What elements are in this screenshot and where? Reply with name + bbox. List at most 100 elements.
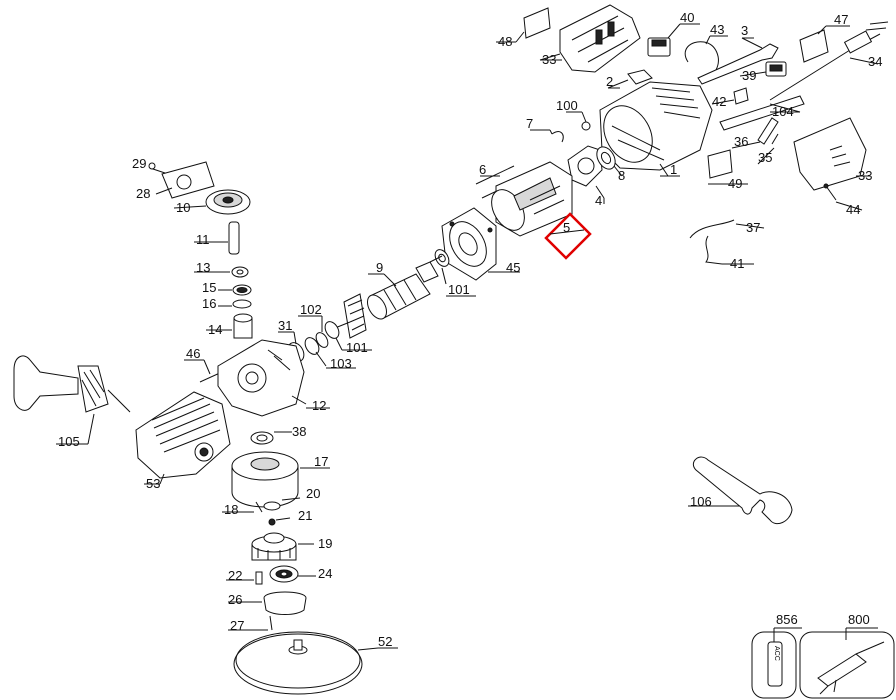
- label-4: 4: [595, 193, 602, 208]
- part-5-field-stator[interactable]: [485, 161, 573, 237]
- label-18: 18: [224, 502, 238, 517]
- part-46-screw[interactable]: [184, 359, 223, 383]
- label-22: 22: [228, 568, 242, 583]
- label-43: 43: [710, 22, 724, 37]
- label-48: 48: [498, 34, 512, 49]
- label-45: 45: [506, 260, 520, 275]
- label-800: 800: [848, 612, 870, 627]
- part-48-label-plate[interactable]: [496, 7, 551, 43]
- part-42-strain-relief-clip[interactable]: [711, 87, 749, 105]
- label-33-rear: 33: [858, 168, 872, 183]
- part-18-pin[interactable]: [222, 501, 263, 513]
- part-102-ring[interactable]: [298, 315, 330, 349]
- part-44-screw[interactable]: [823, 183, 863, 211]
- part-5-highlight-marker[interactable]: [544, 212, 592, 260]
- part-103-o-ring[interactable]: [302, 335, 356, 369]
- label-9: 9: [376, 260, 383, 275]
- part-47-cord-tag[interactable]: [799, 25, 850, 63]
- part-101-bearing-upper[interactable]: [432, 247, 476, 297]
- part-28-spindle-lock-plate[interactable]: [155, 161, 215, 199]
- label-37: 37: [746, 220, 760, 235]
- part-9-armature[interactable]: [329, 255, 443, 339]
- label-44: 44: [846, 202, 860, 217]
- label-47: 47: [834, 12, 848, 27]
- label-103: 103: [330, 356, 352, 371]
- part-2-switch-slider[interactable]: [607, 69, 653, 89]
- part-106-spanner-wrench[interactable]: [688, 456, 793, 525]
- part-24-bearing[interactable]: [269, 565, 316, 583]
- label-40: 40: [680, 10, 694, 25]
- part-36-cord-clamp[interactable]: [731, 117, 779, 149]
- part-21-screw[interactable]: [268, 517, 291, 526]
- part-17-gear-case-cover[interactable]: [231, 451, 330, 508]
- part-100-screw[interactable]: [566, 111, 591, 131]
- part-39-switch-lock[interactable]: [739, 61, 787, 77]
- label-8: 8: [618, 168, 625, 183]
- label-100: 100: [556, 98, 578, 113]
- part-45-bearing-plate[interactable]: [441, 207, 520, 281]
- label-39: 39: [742, 68, 756, 83]
- label-29: 29: [132, 156, 146, 171]
- part-19-spindle-assembly[interactable]: [251, 532, 314, 561]
- part-35-clamp-screw[interactable]: [757, 133, 779, 165]
- part-8-bearing[interactable]: [593, 144, 623, 177]
- part-37-spring[interactable]: [689, 219, 765, 239]
- label-27: 27: [230, 618, 244, 633]
- label-1: 1: [670, 162, 677, 177]
- label-53: 53: [146, 476, 160, 491]
- label-101-upper: 101: [448, 282, 470, 297]
- part-34-power-cord[interactable]: [769, 21, 889, 101]
- part-43-retaining-ring[interactable]: [684, 35, 728, 71]
- part-20-washer[interactable]: [263, 497, 301, 511]
- kit-856-box[interactable]: [751, 627, 802, 699]
- label-19: 19: [318, 536, 332, 551]
- part-101-bearing-lower[interactable]: [322, 319, 372, 351]
- part-7-brush-spring[interactable]: [530, 129, 564, 143]
- label-26: 26: [228, 592, 242, 607]
- part-26-bearing-retainer[interactable]: [228, 591, 307, 615]
- label-49: 49: [728, 176, 742, 191]
- part-41-wire-spring[interactable]: [705, 235, 754, 265]
- label-7: 7: [526, 116, 533, 131]
- part-33-rear-cover[interactable]: [793, 117, 870, 191]
- part-16-washer[interactable]: [218, 299, 252, 309]
- label-6: 6: [479, 162, 486, 177]
- part-3-switch-actuator[interactable]: [697, 37, 779, 85]
- part-11-spindle[interactable]: [194, 221, 240, 255]
- label-101-lower: 101: [346, 340, 368, 355]
- label-102: 102: [300, 302, 322, 317]
- label-28: 28: [136, 186, 150, 201]
- label-105: 105: [58, 434, 80, 449]
- part-10-flange[interactable]: [173, 189, 251, 215]
- part-15-retaining-ring[interactable]: [218, 284, 252, 296]
- label-21: 21: [298, 508, 312, 523]
- part-12-gear-case[interactable]: [217, 339, 330, 417]
- part-52-backing-pad[interactable]: [233, 631, 398, 695]
- label-33-top: 33: [542, 52, 556, 67]
- part-33-top-housing-cover[interactable]: [539, 4, 641, 73]
- label-34: 34: [868, 54, 882, 69]
- part-105-side-handle[interactable]: [13, 355, 131, 445]
- label-17: 17: [314, 454, 328, 469]
- part-14-sleeve[interactable]: [206, 313, 253, 339]
- part-29-screw[interactable]: [148, 162, 169, 175]
- kit-800-box[interactable]: [799, 627, 895, 699]
- part-13-bearing[interactable]: [194, 266, 249, 278]
- part-53-guard[interactable]: [135, 391, 231, 485]
- part-49-label[interactable]: [707, 149, 748, 185]
- label-35: 35: [758, 150, 772, 165]
- label-38: 38: [292, 424, 306, 439]
- label-3: 3: [741, 23, 748, 38]
- label-42: 42: [712, 94, 726, 109]
- part-40-switch-button[interactable]: [647, 23, 700, 57]
- label-24: 24: [318, 566, 332, 581]
- part-27-screw[interactable]: [228, 615, 273, 631]
- part-38-washer[interactable]: [250, 431, 292, 445]
- label-16: 16: [202, 296, 216, 311]
- label-36: 36: [734, 134, 748, 149]
- part-22-pin[interactable]: [226, 571, 263, 585]
- part-1-motor-housing[interactable]: [594, 81, 713, 177]
- label-13: 13: [196, 260, 210, 275]
- part-104-cord-protector[interactable]: [719, 95, 805, 131]
- label-12: 12: [312, 398, 326, 413]
